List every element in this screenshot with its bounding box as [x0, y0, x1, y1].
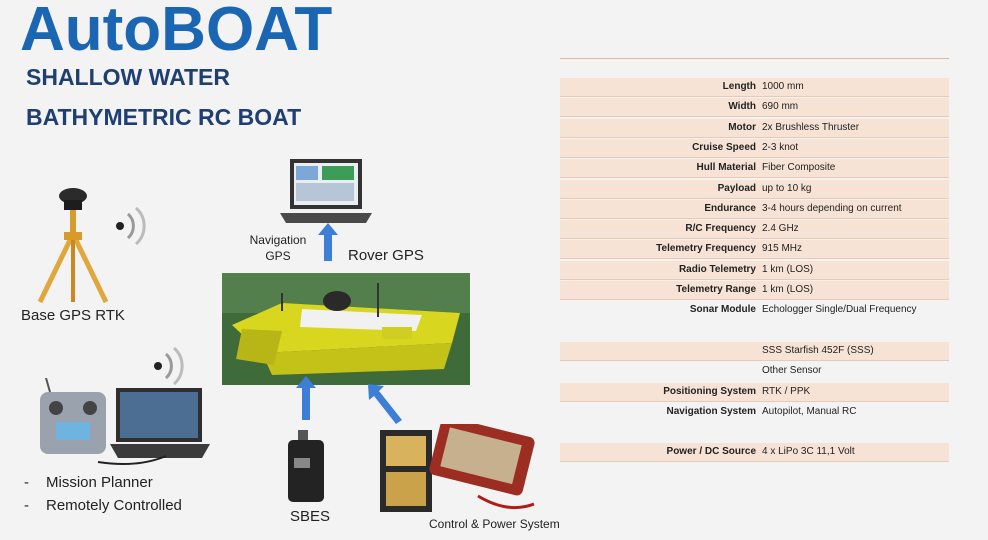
spec-value: 2-3 knot [762, 142, 799, 153]
spec-key: Radio Telemetry [678, 264, 756, 275]
spec-key: Width [728, 101, 756, 112]
spec-row: Navigation System Autopilot, Manual RC [560, 403, 949, 421]
spec-key: Power / DC Source [666, 446, 756, 457]
spec-value: 1000 mm [762, 81, 804, 92]
subtitle-line2: BATHYMETRIC RC BOAT [26, 104, 302, 130]
spec-key: Endurance [704, 203, 756, 214]
spec-key: Navigation System [666, 406, 756, 417]
spec-key: Telemetry Range [676, 284, 756, 295]
spec-row: Sonar Module Echologger Single/Dual Frequ… [560, 301, 949, 319]
spec-key: Motor [728, 122, 756, 133]
wireless-signal-icon [116, 206, 146, 246]
spec-value: 1 km (LOS) [762, 284, 814, 295]
spec-key: Length [722, 81, 756, 92]
spec-value: 3-4 hours depending on current [762, 203, 902, 214]
spec-value: 1 km (LOS) [762, 264, 814, 275]
spec-value: 2x Brushless Thruster [762, 122, 860, 133]
autoboat-image [222, 273, 470, 385]
spec-row: Width 690 mm [560, 98, 949, 117]
subtitle-line1: SHALLOW WATER [26, 64, 230, 90]
spec-row: Telemetry Frequency 915 MHz [560, 240, 949, 259]
mission-planner-label: Mission Planner [46, 474, 153, 491]
spec-row: Payload up to 10 kg [560, 180, 949, 199]
spec-value: SSS Starfish 452F (SSS) [762, 345, 874, 356]
navigation-gps-line2: GPS [265, 249, 291, 263]
spec-key: R/C Frequency [685, 223, 756, 234]
spec-value: 690 mm [762, 101, 799, 112]
spec-row [560, 423, 949, 441]
spec-row: Hull Material Fiber Composite [560, 159, 949, 178]
spec-value: up to 10 kg [762, 183, 812, 194]
spec-value: 915 MHz [762, 243, 803, 254]
spec-row: Radio Telemetry 1 km (LOS) [560, 261, 949, 280]
spec-key: Payload [717, 183, 756, 194]
spec-value: Fiber Composite [762, 162, 836, 173]
arrow-up-sbes-icon [296, 376, 316, 420]
arrow-up-icon [318, 223, 338, 261]
spec-value: 4 x LiPo 3C 11,1 Volt [762, 446, 855, 457]
spec-row: Cruise Speed 2-3 knot [560, 139, 949, 158]
bullet-2: - [24, 497, 29, 514]
remotely-controlled-label: Remotely Controlled [46, 497, 182, 514]
control-power-image [380, 424, 535, 512]
spec-key: Hull Material [696, 162, 756, 173]
laptop-navigation-image [280, 159, 372, 223]
tripod-gps-image [37, 188, 109, 304]
spec-row: Positioning System RTK / PPK [560, 383, 949, 402]
spec-value: Echologger Single/Dual Frequency [762, 304, 917, 315]
spec-row [560, 322, 949, 340]
brand-title: AutoBOAT [20, 0, 333, 64]
spec-value: Autopilot, Manual RC [762, 406, 857, 417]
spec-row: Endurance 3-4 hours depending on current [560, 200, 949, 219]
navigation-gps-label: Navigation GPS [246, 232, 310, 264]
spec-value: RTK / PPK [762, 386, 811, 397]
sbes-sensor-image [288, 430, 324, 502]
rc-controller-laptop-image [40, 378, 210, 465]
spec-key: Telemetry Frequency [656, 243, 756, 254]
rover-gps-label: Rover GPS [348, 247, 424, 264]
control-power-label: Control & Power System [429, 517, 560, 531]
bullet-1: - [24, 474, 29, 491]
spec-row: Length 1000 mm [560, 78, 949, 97]
sbes-label: SBES [290, 508, 331, 525]
spec-row: Telemetry Range 1 km (LOS) [560, 281, 949, 300]
spec-row: R/C Frequency 2.4 GHz [560, 220, 949, 239]
navigation-gps-line1: Navigation [249, 233, 307, 247]
spec-value: Other Sensor [762, 365, 822, 376]
arrow-diagonal-icon [368, 384, 402, 424]
spec-row: Other Sensor [560, 362, 949, 380]
spec-key: Positioning System [663, 386, 756, 397]
spec-row: Power / DC Source 4 x LiPo 3C 11,1 Volt [560, 443, 949, 462]
base-gps-label: Base GPS RTK [21, 307, 125, 324]
wireless-signal-icon-2 [154, 346, 184, 386]
spec-key: Sonar Module [689, 304, 756, 315]
spec-row: Motor 2x Brushless Thruster [560, 119, 949, 138]
spec-key: Cruise Speed [692, 142, 756, 153]
spec-row: SSS Starfish 452F (SSS) [560, 342, 949, 361]
spec-table-top-rule [560, 58, 949, 59]
spec-value: 2.4 GHz [762, 223, 799, 234]
